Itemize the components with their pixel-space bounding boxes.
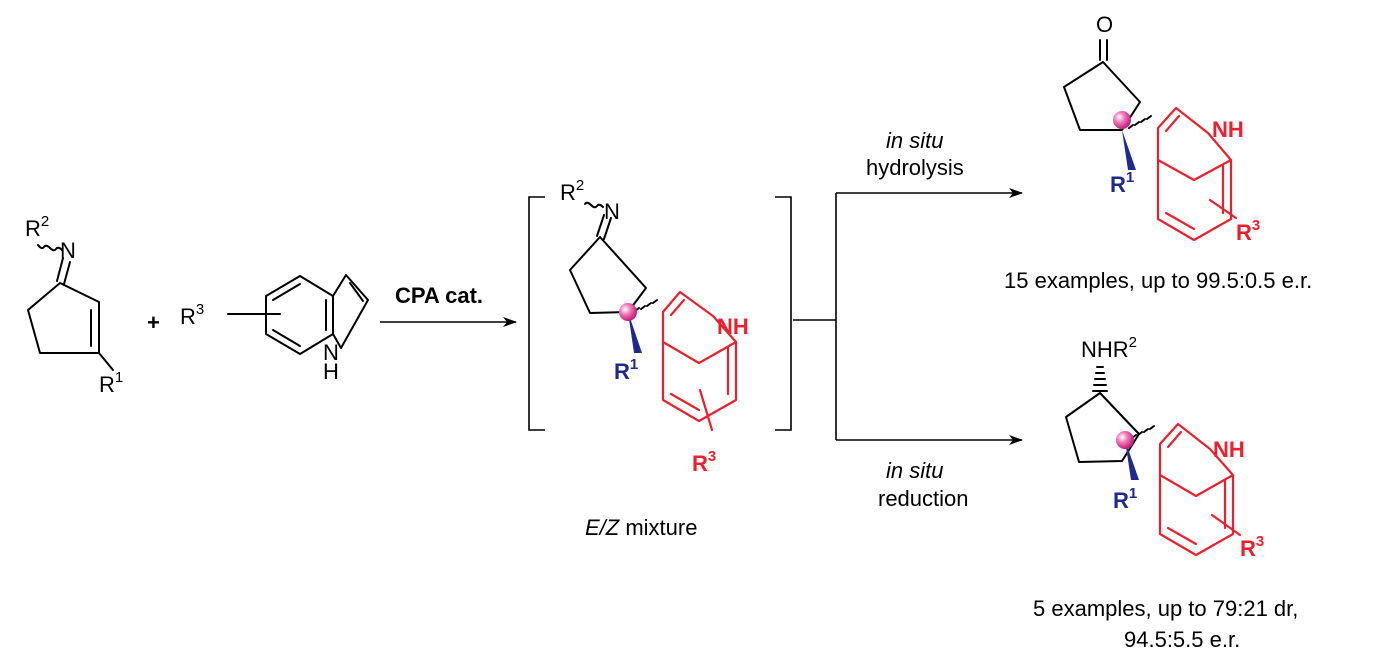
indole-benzene-ring	[1156, 158, 1233, 242]
r3-substituent-bond	[1208, 198, 1238, 220]
amine-result-line1: 5 examples, up to 79:21 dr,	[1033, 596, 1298, 621]
indole-pyrrole-double	[1164, 114, 1181, 133]
ketone-product: O R1 NH R3	[1063, 12, 1260, 245]
indole-pyrrole-ring	[1156, 106, 1233, 162]
reduction-condition: reduction	[878, 486, 969, 511]
hashed-bond	[634, 299, 658, 312]
indole-nh-label: NH	[717, 314, 749, 339]
indole-pyrrole-ring	[661, 290, 738, 344]
cyclopentene-ring	[27, 282, 100, 354]
r3-label: R3	[692, 448, 716, 476]
indole-n-label: N	[323, 340, 339, 365]
indole-inner-bond	[669, 392, 701, 412]
stereocenter-marker	[619, 303, 637, 321]
imine-n-label: N	[604, 199, 620, 224]
imine-bond-2	[63, 261, 71, 285]
indole-pyrrole-ring	[332, 274, 369, 349]
indole-benzene-ring	[661, 340, 738, 423]
imine-bond-2	[603, 217, 612, 240]
r1-label: R1	[1110, 169, 1134, 197]
imine-bond-1	[596, 214, 605, 237]
amine-product: NHR2 R1 NH R3	[1065, 334, 1264, 561]
left-bracket	[528, 196, 545, 431]
amine-result-line2: 94.5:5.5 e.r.	[1124, 627, 1240, 652]
r1-label: R1	[99, 369, 123, 397]
hydrolysis-condition: hydrolysis	[866, 155, 964, 180]
indole-inner-bond	[1164, 211, 1196, 231]
intermediate: N R2 R1 NH R3	[528, 177, 792, 476]
indole-inner-bond	[272, 329, 301, 347]
indole-pyrrole-double	[349, 282, 364, 302]
nhr2-label: NHR2	[1081, 334, 1137, 362]
r1-bond	[98, 352, 114, 371]
r1-label: R1	[1113, 485, 1137, 513]
indole-pyrrole-ring	[1158, 422, 1235, 477]
r3-label: R3	[180, 301, 204, 329]
indole-h-label: H	[323, 359, 339, 384]
indole-nh-label: NH	[1213, 437, 1245, 462]
right-bracket	[775, 196, 792, 431]
indole-benzene-ring	[1158, 473, 1235, 557]
hashed-bond	[1131, 425, 1155, 439]
cyclopentane-ring	[1065, 392, 1140, 463]
r1-label: R1	[614, 356, 638, 384]
indole-reactant: R3 N H	[180, 274, 369, 384]
indole-inner-bond	[1166, 526, 1198, 546]
indole-nh-label: NH	[1212, 117, 1244, 142]
wavy-bond	[37, 244, 63, 252]
r3-substituent-bond	[1210, 513, 1242, 537]
hydrolysis-condition-italic: in situ	[886, 128, 943, 153]
indole-pyrrole-double	[1166, 430, 1183, 449]
indole-pyrrole-double	[669, 298, 686, 317]
r2-label: R2	[25, 213, 49, 241]
wedge-bond	[1125, 440, 1139, 480]
plus-sign: +	[147, 310, 160, 335]
ketone-result: 15 examples, up to 99.5:0.5 e.r.	[1004, 268, 1312, 293]
oxygen-label: O	[1096, 12, 1113, 37]
hashed-bond	[1092, 366, 1108, 392]
wedge-bond	[1122, 130, 1136, 170]
stereocenter-marker	[1116, 431, 1134, 449]
reduction-condition-italic: in situ	[886, 458, 943, 483]
imine-bond-1	[56, 257, 64, 282]
stereocenter-marker	[1113, 111, 1131, 129]
r2-label: R2	[560, 177, 584, 205]
r3-substituent-bond	[698, 388, 714, 432]
imine-n-label: N	[60, 238, 76, 263]
wavy-bond	[584, 201, 604, 209]
catalyst-label: CPA cat.	[395, 283, 483, 308]
r3-label: R3	[1240, 533, 1264, 561]
cyclopentane-ring	[569, 236, 647, 314]
mixture-caption: E/Z mixture	[585, 515, 697, 540]
indole-inner-bond	[272, 283, 301, 301]
hashed-bond	[1128, 115, 1152, 129]
wedge-bond	[628, 312, 642, 353]
imine-reactant: N R2 R1	[25, 213, 123, 397]
cyclopentanone-ring	[1063, 61, 1141, 131]
r3-label: R3	[1236, 217, 1260, 245]
